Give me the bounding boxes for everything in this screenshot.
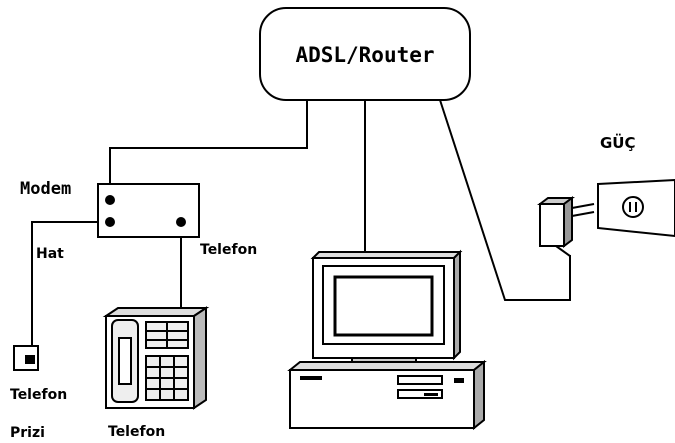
drive-bay-1 [397, 375, 443, 385]
case-badge [300, 376, 322, 380]
case-side [473, 359, 485, 431]
case-top [287, 361, 487, 371]
monitor-screen [333, 275, 434, 337]
router-power-cable [439, 99, 571, 301]
socket-plug [25, 355, 35, 364]
modem-port-phone [176, 217, 186, 227]
adapter-side [563, 196, 573, 248]
modem-socket-cable [31, 221, 110, 350]
power-supply: GÜÇ [537, 133, 675, 257]
router: ADSL/Router [259, 7, 471, 101]
connection-lines [31, 99, 571, 350]
modem-port-line [105, 217, 115, 227]
adapter-prong-2 [571, 211, 595, 217]
line-label: Hat [36, 246, 64, 262]
phone-top-face [102, 307, 210, 317]
adapter-prong-1 [571, 203, 595, 209]
adapter-body [539, 203, 565, 247]
telephone [102, 306, 210, 410]
power-label: GÜÇ [600, 133, 636, 152]
floppy-slot [424, 393, 438, 396]
router-modem-cable [109, 100, 308, 199]
modem-box [97, 183, 200, 238]
router-label: ADSL/Router [295, 43, 434, 67]
socket-label-line1: Telefon [10, 387, 67, 403]
phone-port-label: Telefon [200, 242, 257, 258]
modem-port-router [105, 195, 115, 205]
computer [287, 249, 487, 431]
outlet-ring [622, 196, 644, 218]
modem: Modem Hat Telefon [20, 179, 257, 262]
power-led [454, 378, 464, 383]
phone-label: Telefon [108, 424, 165, 440]
handset-grip [118, 337, 132, 385]
socket-label-line2: Prizi [10, 425, 45, 441]
phone-side-face [193, 306, 207, 410]
telephone-socket: Telefon Prizi [10, 345, 67, 441]
router-box [259, 7, 471, 101]
adapter-cable [555, 245, 571, 257]
modem-label: Modem [20, 179, 71, 199]
drive-bay-2 [397, 389, 443, 399]
